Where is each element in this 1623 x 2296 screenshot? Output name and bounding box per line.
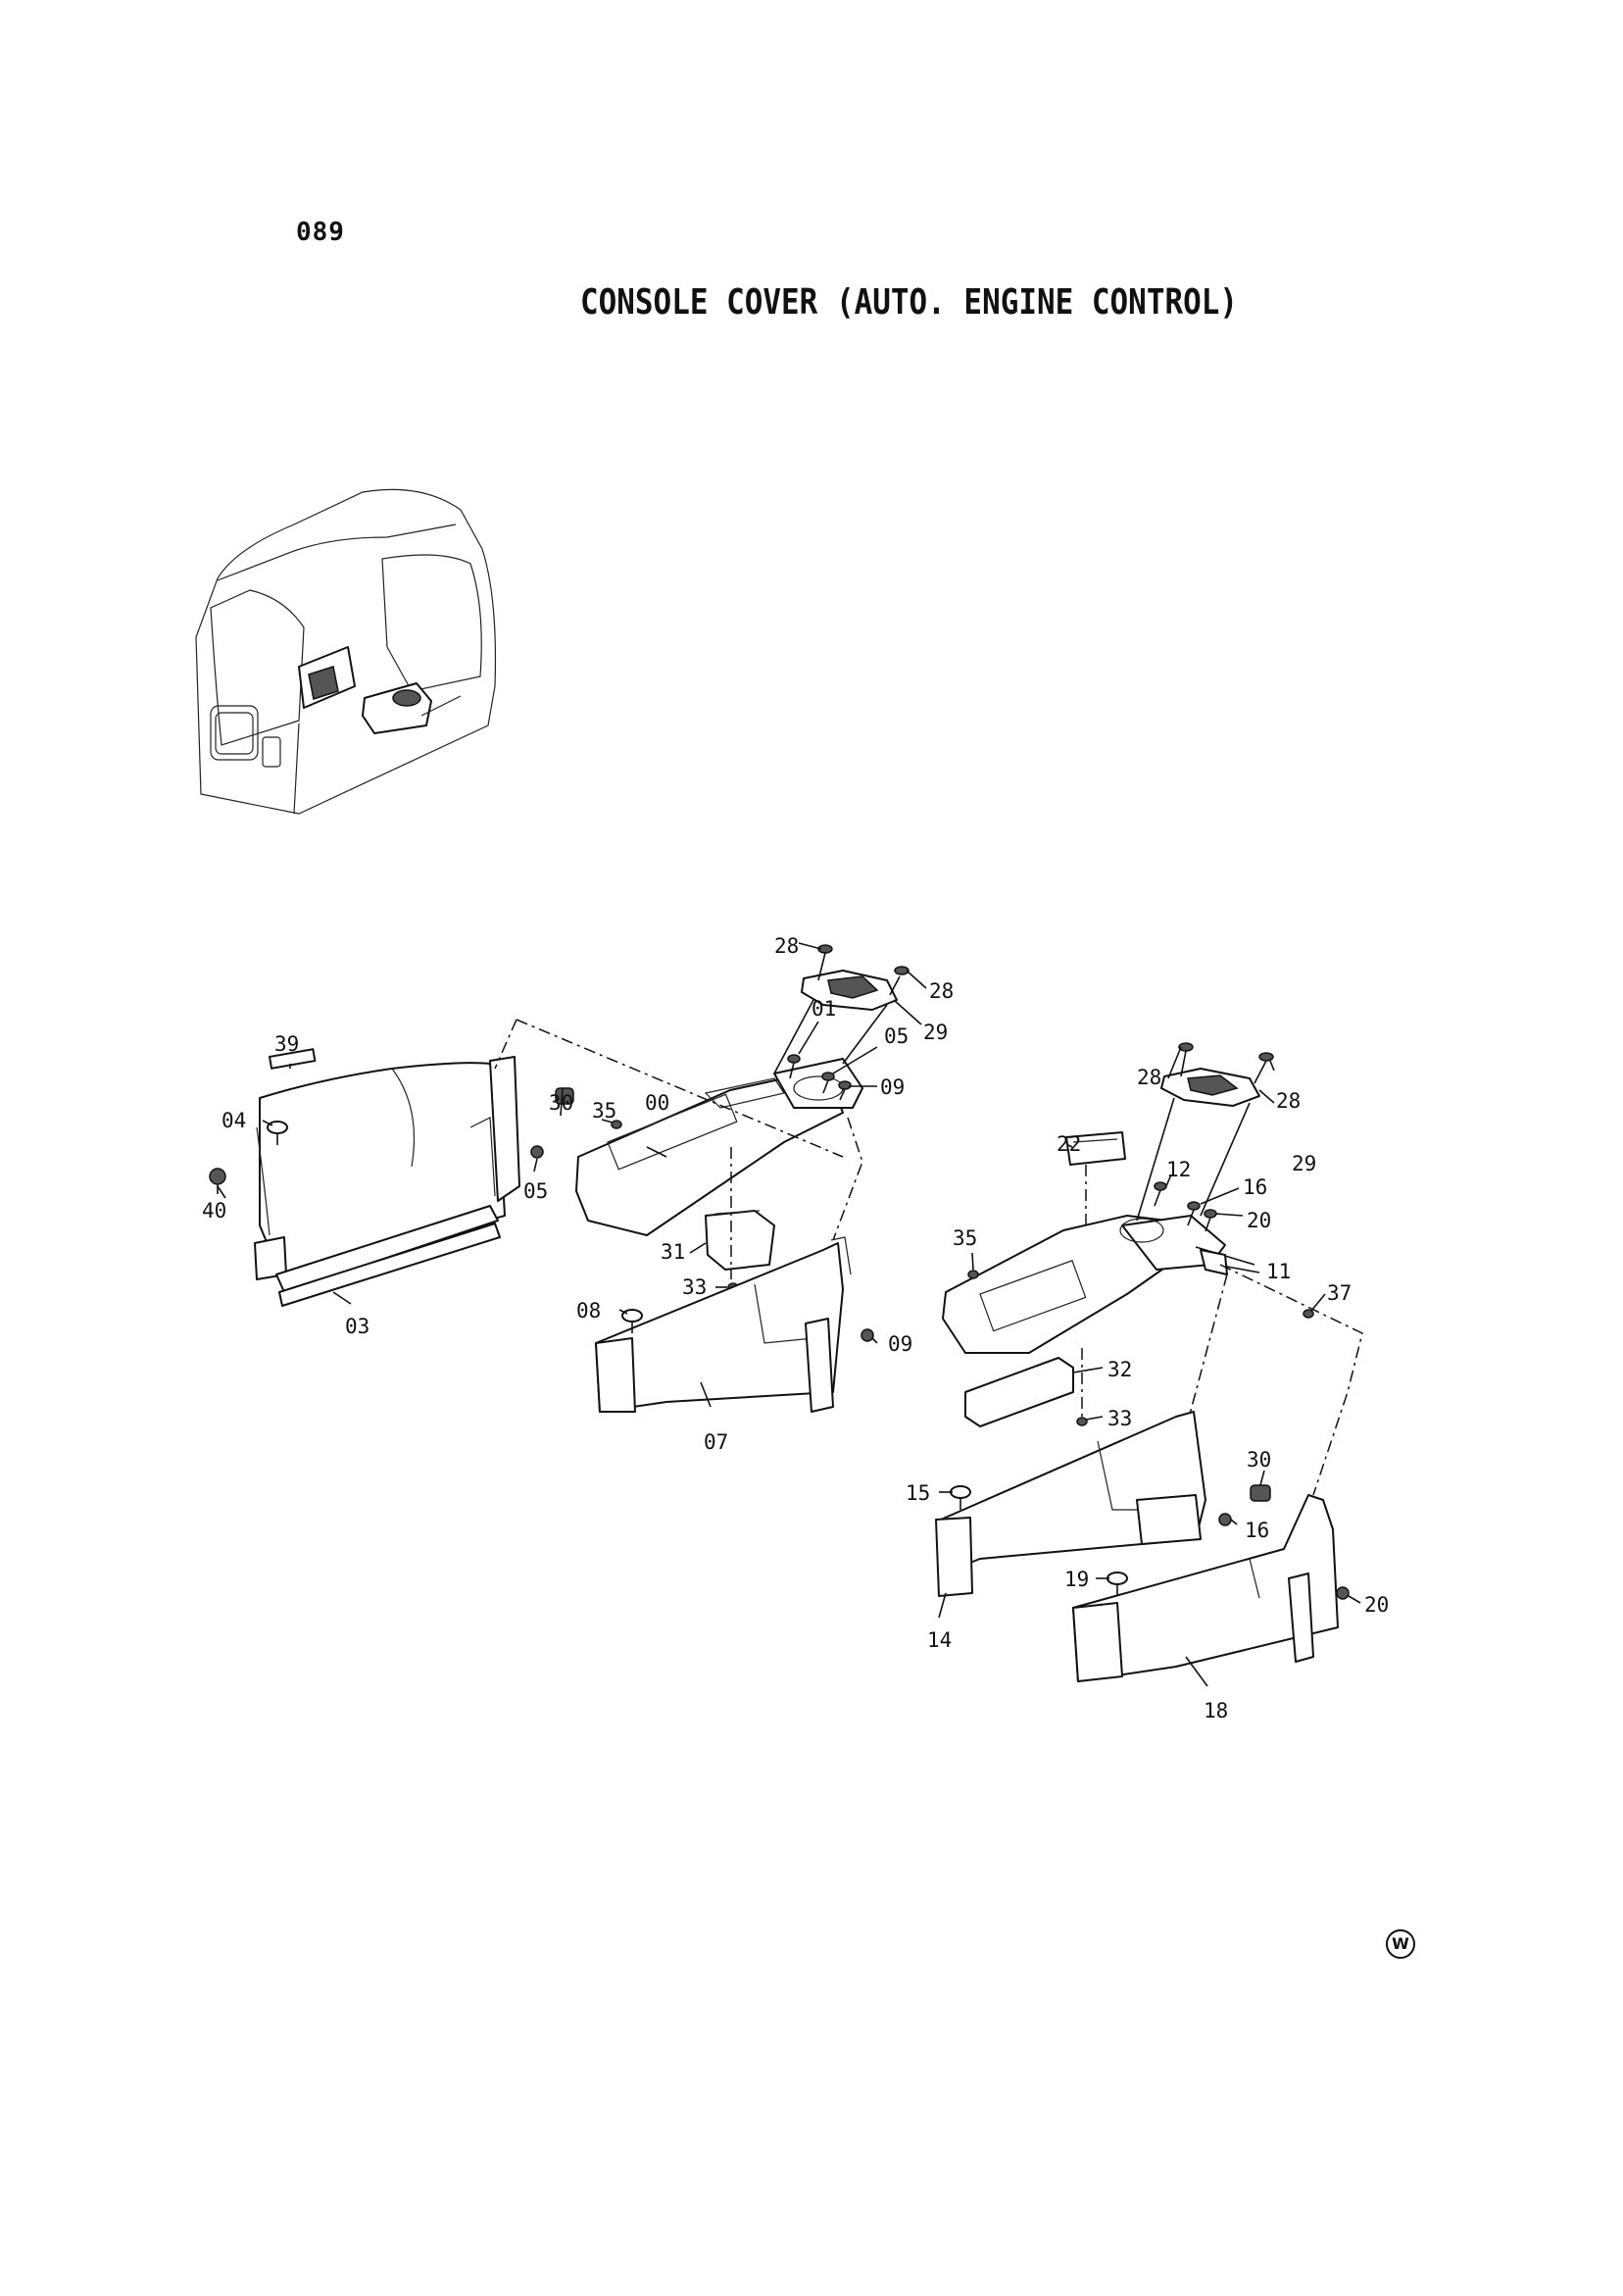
- part-09-bolt-lower: [861, 1328, 874, 1342]
- label-35: 35: [592, 1099, 616, 1123]
- page-number: 089: [296, 218, 345, 247]
- label-20: 20: [1364, 1593, 1389, 1617]
- label-30: 30: [1247, 1448, 1271, 1472]
- part-37-clip: [1303, 1309, 1314, 1319]
- part-00-upper-console-left: [575, 1058, 863, 1236]
- leader-lines: [217, 942, 1361, 1687]
- label-28: 28: [1137, 1066, 1161, 1089]
- label-33: 33: [1107, 1407, 1132, 1430]
- label-03: 03: [345, 1315, 369, 1338]
- part-35-plug-left: [611, 1120, 622, 1129]
- part-20-bolt: [1336, 1586, 1350, 1600]
- label-11: 11: [1266, 1260, 1291, 1283]
- label-08: 08: [576, 1299, 601, 1323]
- part-14-lower-cover-right: [935, 1411, 1206, 1597]
- part-31-tray: [705, 1210, 775, 1271]
- part-19-clip: [1107, 1572, 1128, 1596]
- part-33-screw-right: [1076, 1417, 1088, 1426]
- label-29: 29: [1292, 1152, 1316, 1175]
- part-03-side-cover: [254, 1056, 520, 1307]
- label-00: 00: [645, 1091, 669, 1115]
- label-01: 01: [812, 997, 836, 1021]
- part-22-switch-panel: [1065, 1131, 1126, 1166]
- part-12-16-20-screws: [1154, 1181, 1217, 1232]
- part-15-clip: [950, 1485, 971, 1510]
- part-30-grommet-left: [555, 1087, 574, 1105]
- label-40: 40: [202, 1199, 226, 1223]
- part-04-clip: [267, 1121, 288, 1145]
- label-29: 29: [923, 1021, 948, 1044]
- label-28: 28: [774, 934, 799, 958]
- label-04: 04: [221, 1109, 246, 1132]
- label-37: 37: [1327, 1281, 1352, 1305]
- label-22: 22: [1057, 1132, 1081, 1156]
- part-01-05-09-screws: [787, 1054, 852, 1101]
- part-28-screws-left: [817, 944, 910, 996]
- page-title: CONSOLE COVER (AUTO. ENGINE CONTROL): [580, 282, 1239, 323]
- label-09: 09: [888, 1332, 912, 1356]
- label-28: 28: [929, 979, 954, 1003]
- part-11-bracket: [1200, 1249, 1228, 1275]
- label-33: 33: [682, 1275, 707, 1299]
- part-29-cover-right: [1160, 1068, 1260, 1107]
- part-28-screws-right: [1178, 1042, 1274, 1084]
- part-35-plug-right: [967, 1270, 979, 1279]
- label-39: 39: [274, 1032, 299, 1056]
- label-09: 09: [880, 1075, 905, 1099]
- part-18-lower-cover-outer: [1072, 1494, 1339, 1682]
- label-28: 28: [1276, 1089, 1301, 1113]
- part-30-grommet-right: [1250, 1484, 1271, 1502]
- label-16: 16: [1243, 1175, 1267, 1199]
- part-upper-console-right: [942, 1215, 1255, 1354]
- part-number-labels: 28 28 29 39 01 05 09 04 30 35 00 40 05 3…: [202, 934, 1389, 1722]
- label-30: 30: [549, 1091, 573, 1115]
- label-14: 14: [927, 1628, 952, 1652]
- part-39-decal: [269, 1048, 317, 1070]
- part-05-bolt-left: [530, 1145, 544, 1159]
- label-15: 15: [906, 1481, 930, 1505]
- watermark-w-symbol: W: [1386, 1929, 1415, 1959]
- part-29-cover-left: [801, 970, 898, 1011]
- cab-overview-illustration: [195, 488, 497, 815]
- part-32-box: [964, 1357, 1074, 1427]
- label-32: 32: [1107, 1358, 1132, 1381]
- part-16-bolt: [1218, 1513, 1232, 1526]
- part-07-lower-cover-left: [595, 1236, 852, 1413]
- label-31: 31: [661, 1240, 685, 1264]
- label-12: 12: [1166, 1158, 1191, 1181]
- label-05: 05: [884, 1024, 909, 1048]
- label-16: 16: [1245, 1519, 1269, 1542]
- label-07: 07: [704, 1430, 728, 1454]
- part-08-clip: [621, 1309, 643, 1333]
- label-20: 20: [1247, 1209, 1271, 1232]
- label-19: 19: [1064, 1568, 1089, 1591]
- label-35: 35: [953, 1226, 977, 1250]
- part-40-bolt: [209, 1168, 226, 1194]
- label-18: 18: [1204, 1699, 1228, 1722]
- label-05: 05: [523, 1179, 548, 1203]
